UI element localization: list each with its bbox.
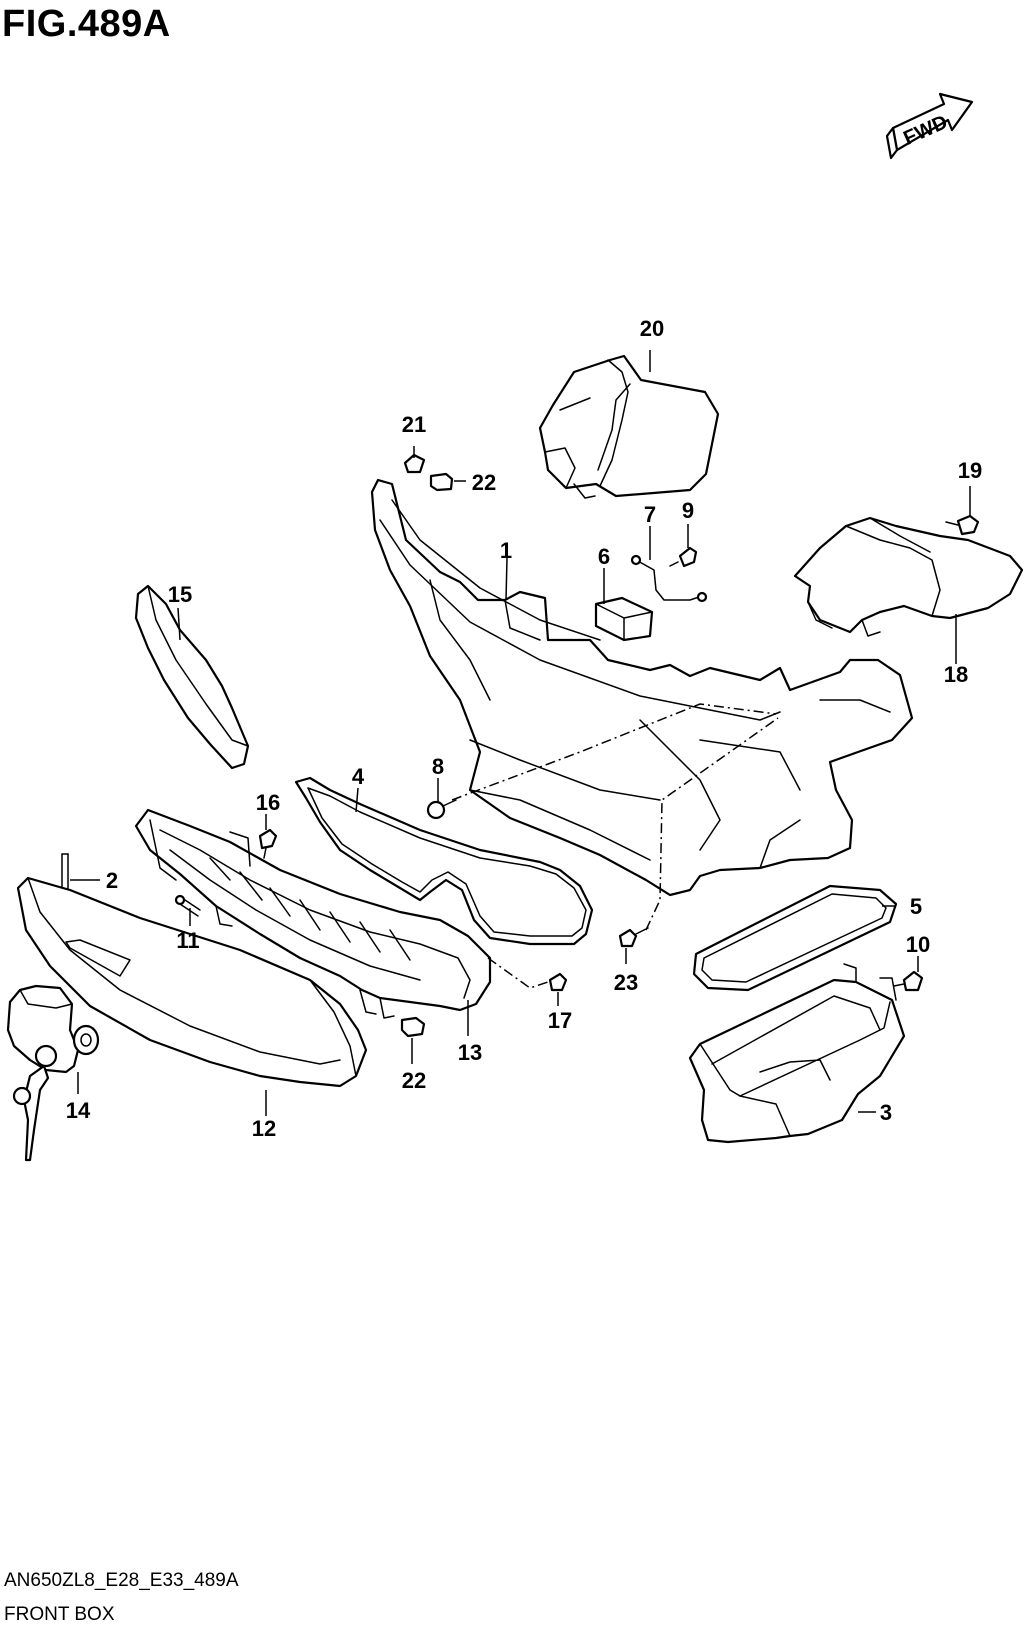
part-1-inner-panel [370,478,914,897]
figure-title: FIG.489A [2,3,171,45]
diagram-caption: FRONT BOX [4,1604,115,1625]
callout-14: 14 [66,1098,91,1123]
part-4-seal-strip [294,776,594,946]
callout-11: 11 [176,928,199,953]
callout-2: 2 [106,868,118,893]
part-18-right-cover [793,516,1024,637]
callout-18: 18 [944,662,968,687]
callout-12: 12 [252,1116,276,1141]
part-10-screw [893,970,924,992]
forward-arrow-icon: FWD [885,92,974,160]
callout-20: 20 [640,316,664,341]
callout-23: 23 [614,970,638,995]
callout-9: 9 [682,498,694,523]
callout-numbers: 1 2 3 4 5 6 7 8 9 10 11 12 13 14 15 16 1… [66,316,982,1141]
callout-6: 6 [598,544,610,569]
part-7-harness [630,554,708,603]
part-19-screw [945,514,980,536]
callout-15: 15 [168,582,192,607]
callout-16: 16 [256,790,280,815]
assembly-line-23 [645,717,779,931]
part-13-frame [134,808,492,1019]
part-22-nut-lower [400,1016,426,1038]
callout-3: 3 [880,1100,892,1125]
part-6-pad [594,596,654,642]
callout-21: 21 [402,412,426,437]
callout-19: 19 [958,458,982,483]
part-22-nut-upper [429,472,454,492]
part-17-screw [548,972,568,992]
assembly-line-17 [487,957,549,989]
part-14-lock-keys [6,984,100,1162]
part-9-screw [669,546,698,568]
callout-5: 5 [910,894,922,919]
diagram-code: AN650ZL8_E28_E33_489A [4,1570,239,1591]
part-11-bolt [174,894,201,917]
assembly-line-8 [451,703,777,801]
callout-22-lower: 22 [402,1068,426,1093]
part-3-box [688,963,906,1144]
part-5-gasket [692,884,898,992]
callout-13: 13 [458,1040,482,1065]
callout-4: 4 [352,764,365,789]
part-15-side-lid [134,584,250,770]
callout-8: 8 [432,754,444,779]
callout-17: 17 [548,1008,572,1033]
part-23-screw [618,927,649,948]
part-20-upper-cover [538,354,720,499]
part-8-screw [426,799,457,820]
part-16-screw [258,828,278,859]
leader-lines [70,350,971,1116]
part-21-clip [403,453,426,474]
callout-10: 10 [906,932,930,957]
callout-22-upper: 22 [472,470,496,495]
callout-7: 7 [644,502,656,527]
callout-1: 1 [500,538,512,563]
part-12-front-lid [16,876,368,1088]
